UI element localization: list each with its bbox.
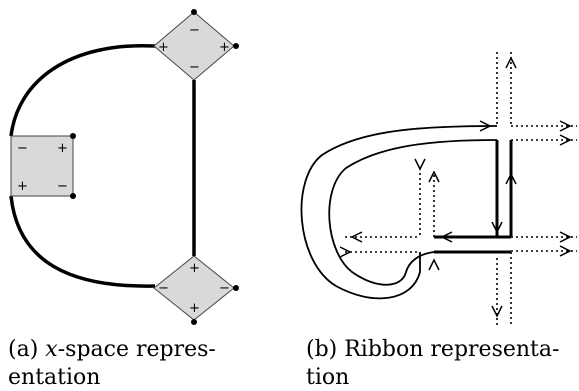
arrowhead-bottom-down [491, 305, 503, 318]
top-vertex-sign-top: − [189, 23, 200, 38]
arrowhead-inner-right-up [428, 170, 440, 183]
top-vertex-sign-left: + [158, 40, 169, 55]
caption-a-variable: x [45, 337, 58, 362]
caption-a-label: (a) [8, 337, 39, 362]
bottom-vertex-sign-left: − [158, 281, 169, 296]
propagator-top-arc [9, 44, 156, 137]
left-vertex-sign-br: − [57, 179, 68, 194]
arrowhead-ribbon-top [479, 120, 492, 132]
top-vertex-sign-right: + [219, 40, 230, 55]
caption-a-rest: -space repres- [57, 337, 216, 362]
arrowhead-left-leg-out [350, 231, 363, 243]
bottom-vertex-point-s [191, 319, 197, 325]
diagram-b-ribbon [300, 52, 577, 326]
top-vertex-point-n [191, 9, 197, 15]
caption-b: (b) Ribbon representa- tion [306, 336, 559, 391]
propagator-bottom-arc [9, 195, 156, 288]
ribbon-loop-inner [328, 139, 498, 286]
top-vertex-diamond [153, 11, 235, 81]
arrowhead-right-lower [559, 134, 572, 146]
arrowhead-right-upper [559, 120, 572, 132]
arrowhead-ribbon-vertical-down [491, 221, 503, 234]
arrowhead-top [505, 56, 517, 69]
top-vertex-sign-bottom: − [189, 60, 200, 75]
bottom-vertex-sign-right: − [219, 281, 230, 296]
left-vertex-sign-tl: − [17, 141, 28, 156]
diagram-a-x-space: − + + − − + + − + − − + [9, 9, 239, 325]
arrowhead-inner-left-down [414, 158, 426, 171]
left-vertex-sign-tr: + [57, 141, 68, 156]
top-vertex-point-e [233, 43, 239, 49]
left-vertex-square [10, 135, 74, 197]
arrowhead-mid-right-lower [559, 245, 572, 257]
ribbon-loop-outer [300, 125, 498, 300]
left-vertex-sign-bl: + [17, 179, 28, 194]
caption-a-line1: (a) x-space repres- [8, 336, 216, 364]
bottom-vertex-sign-bottom: + [189, 301, 200, 316]
arrowhead-loop-up [428, 258, 440, 271]
left-vertex-point-se [70, 193, 76, 199]
arrowhead-ribbon-vertical-up [505, 172, 517, 185]
arrowhead-left-leg-in [339, 246, 352, 258]
arrowhead-mid-right-upper [559, 231, 572, 243]
arrowhead-horizontal-left [440, 231, 453, 243]
caption-a: (a) x-space repres- entation [8, 336, 216, 391]
caption-b-line1: (b) Ribbon representa- [306, 337, 560, 362]
left-vertex-point-ne [70, 133, 76, 139]
bottom-vertex-point-e [233, 285, 239, 291]
caption-a-line2: entation [8, 364, 101, 390]
bottom-vertex-sign-top: + [189, 261, 200, 276]
caption-b-line2: tion [306, 364, 350, 390]
